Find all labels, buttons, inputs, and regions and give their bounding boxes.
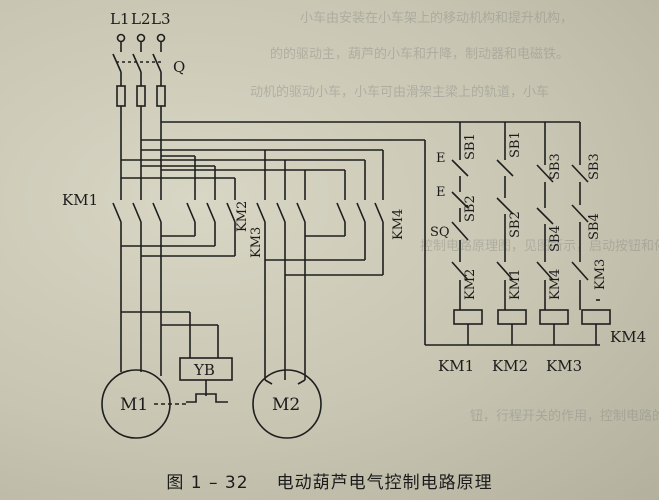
- label-sb4-a: SB4: [548, 225, 563, 252]
- bg-text-line: 动机的驱动小车，小车可由滑架主梁上的轨道，小车: [250, 84, 549, 100]
- label-sb4-b: SB4: [587, 213, 602, 240]
- label-sq: SQ: [430, 225, 450, 240]
- label-coil-km4: KM4: [610, 328, 646, 346]
- motor-m2: M2: [252, 369, 322, 439]
- motor-m1-icon: [101, 369, 171, 439]
- label-m1: M1: [120, 395, 148, 415]
- label-l1: L1: [110, 10, 130, 28]
- bg-text-line: 的的驱动主，葫芦的小车和升降，制动器和电磁铁。: [270, 46, 569, 62]
- label-coil-km2: KM2: [492, 357, 528, 375]
- phase-lines: [120, 106, 600, 346]
- bg-text-line: 钮，行程开关的作用，控制电路的电压与吊钩位置: [470, 408, 659, 424]
- terminal-l2: [136, 33, 146, 43]
- label-sb2-a: SB2: [463, 195, 478, 222]
- motor-m2-icon: [252, 369, 322, 439]
- fuses: [116, 72, 166, 107]
- label-km4-main: KM4: [391, 209, 406, 240]
- push-icon: E: [436, 151, 446, 166]
- fuse-icon: [136, 85, 146, 107]
- label-sb1-a: SB1: [463, 133, 478, 160]
- coil-km3-icon: [539, 309, 569, 325]
- figure-number: 图 1 – 32: [166, 473, 249, 493]
- phase-terminals: L1 L2 L3: [110, 10, 171, 43]
- label-il-km4: KM4: [548, 269, 563, 300]
- label-km2-main: KM2: [235, 201, 250, 232]
- coil-km4-icon: [581, 309, 611, 325]
- main-contacts-m2: KM3 KM4: [249, 150, 406, 380]
- label-l2: L2: [131, 10, 151, 28]
- brake-solenoid: YB: [121, 311, 233, 405]
- background-text: 小车由安装在小车架上的移动机构和提升机构， 的的驱动主，葫芦的小车和升降，制动器…: [250, 10, 659, 424]
- label-il-km2: KM2: [463, 269, 478, 300]
- label-km1-main: KM1: [62, 191, 98, 209]
- label-l3: L3: [151, 10, 171, 28]
- main-contacts-m1: KM1 KM2: [62, 156, 250, 350]
- label-coil-km3: KM3: [546, 357, 582, 375]
- control-circuit: E E SB1 SB2 SQ KM2 SB1 SB2 KM1 SB3 SB4 K…: [430, 131, 646, 375]
- label-sb2-b: SB2: [508, 211, 523, 238]
- fuse-icon: [156, 85, 166, 107]
- coil-km2-icon: [497, 309, 527, 325]
- terminal-l3: [156, 33, 166, 43]
- label-il-km1: KM1: [508, 269, 523, 300]
- label-sb1-b: SB1: [508, 131, 523, 158]
- coil-km1-icon: [453, 309, 483, 325]
- terminal-l1: [116, 33, 126, 43]
- push-icon: E: [436, 185, 446, 200]
- motor-m1: M1: [101, 320, 171, 439]
- figure-title: 电动葫芦电气控制电路原理: [276, 473, 493, 493]
- isolator-q: Q: [112, 42, 185, 76]
- label-km3-main: KM3: [249, 227, 264, 258]
- figure-caption: 图 1 – 32 电动葫芦电气控制电路原理: [0, 468, 659, 493]
- label-sb3-b: SB3: [587, 153, 602, 180]
- label-sb3-a: SB3: [548, 153, 563, 180]
- label-il-km3: KM3: [593, 259, 608, 290]
- bg-text-line: 小车由安装在小车架上的移动机构和提升机构，: [300, 10, 573, 26]
- label-m2: M2: [272, 395, 300, 415]
- brake-icon: [186, 393, 228, 403]
- label-coil-km1: KM1: [438, 357, 474, 375]
- fuse-icon: [116, 85, 126, 107]
- label-q: Q: [173, 58, 185, 76]
- bg-text-line: 控制电路原理图，见图所示，启动按钮和停止按: [420, 238, 659, 254]
- label-yb: YB: [193, 361, 215, 379]
